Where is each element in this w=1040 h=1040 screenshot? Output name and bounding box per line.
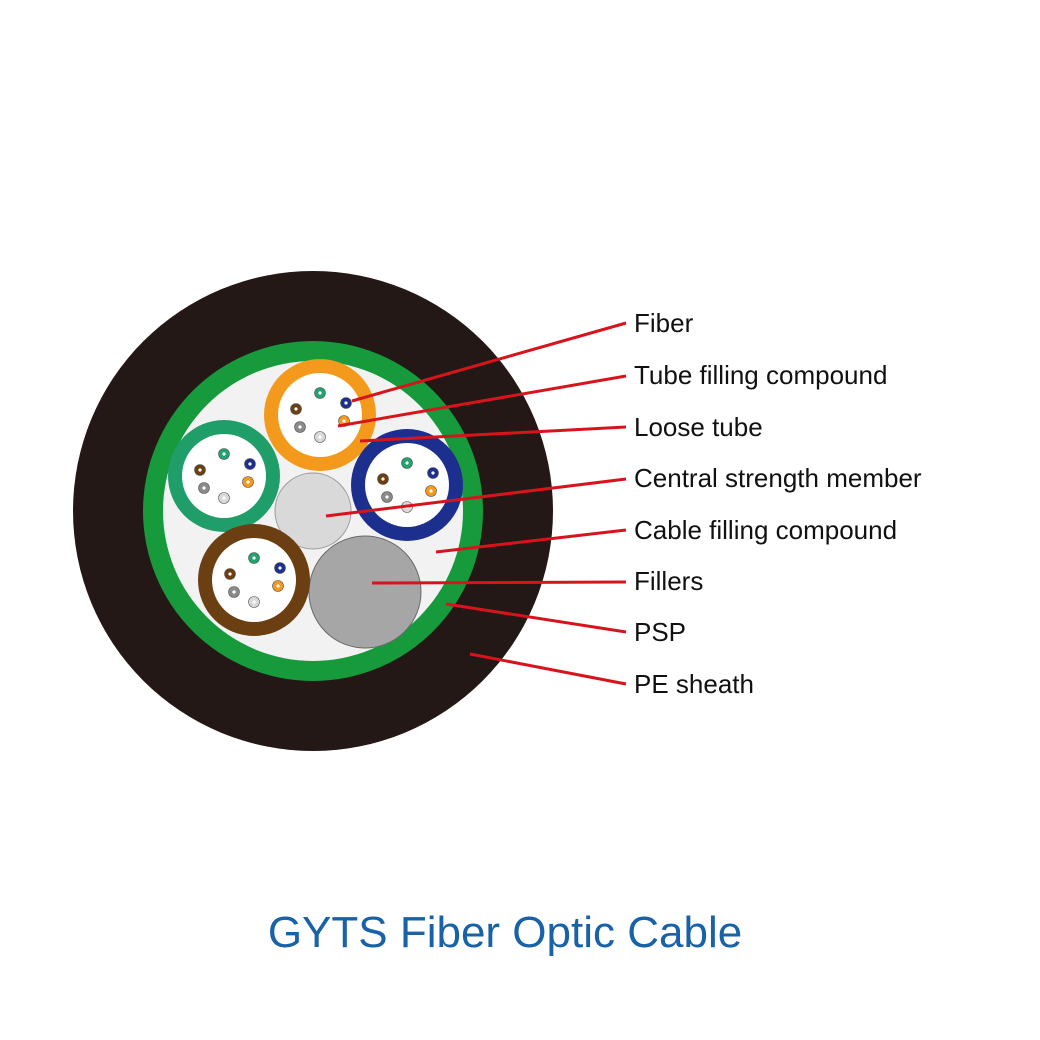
label-tube-filling-compound: Tube filling compound: [634, 360, 887, 390]
label-cable-filling-compound: Cable filling compound: [634, 515, 897, 545]
leader-line: [337, 374, 627, 428]
label-fillers: Fillers: [634, 566, 703, 596]
fiber-core: [202, 486, 206, 490]
label-central-strength-member: Central strength member: [634, 463, 922, 493]
loose-tubes-group: [168, 359, 463, 636]
fiber-core: [405, 461, 409, 465]
tube-filling-compound: [278, 373, 362, 457]
label-pe-sheath: PE sheath: [634, 669, 754, 699]
tube-filling-compound: [182, 434, 266, 518]
central-strength-member: [274, 472, 352, 550]
fiber-core: [222, 452, 226, 456]
fiber-core: [278, 566, 282, 570]
orange-tube: [264, 359, 376, 471]
label-psp: PSP: [634, 617, 686, 647]
label-loose-tube: Loose tube: [634, 412, 763, 442]
fiber-core: [381, 477, 385, 481]
fiber-core: [276, 584, 280, 588]
fiber-core: [228, 572, 232, 576]
fiber-core: [252, 556, 256, 560]
leader-line: [359, 425, 627, 443]
leader-lines: [325, 321, 627, 686]
fiber-core: [246, 480, 250, 484]
tube-filling-compound: [365, 443, 449, 527]
fiber-core: [342, 419, 346, 423]
fiber-core: [298, 425, 302, 429]
leader-line: [325, 477, 627, 518]
leader-line: [435, 528, 627, 554]
fiber-core: [252, 600, 256, 604]
fiber-core: [294, 407, 298, 411]
fiber-core: [248, 462, 252, 466]
leader-line: [351, 321, 627, 403]
diagram-caption: GYTS Fiber Optic Cable: [267, 908, 743, 957]
leader-line: [371, 580, 627, 585]
leader-line: [469, 652, 627, 686]
fiber-core: [385, 495, 389, 499]
fiber-core: [344, 401, 348, 405]
fiber-core: [431, 471, 435, 475]
blue-tube: [351, 429, 463, 541]
label-fiber: Fiber: [634, 308, 694, 338]
tube-filling-compound: [212, 538, 296, 622]
fiber-core: [222, 496, 226, 500]
green-tube: [168, 420, 280, 532]
leader-line: [445, 602, 627, 634]
fiber-core: [429, 489, 433, 493]
fiber-core: [318, 435, 322, 439]
fiber-core: [318, 391, 322, 395]
brown-tube: [198, 524, 310, 636]
fiber-core: [232, 590, 236, 594]
filler-rod: [308, 535, 422, 649]
fiber-core: [198, 468, 202, 472]
